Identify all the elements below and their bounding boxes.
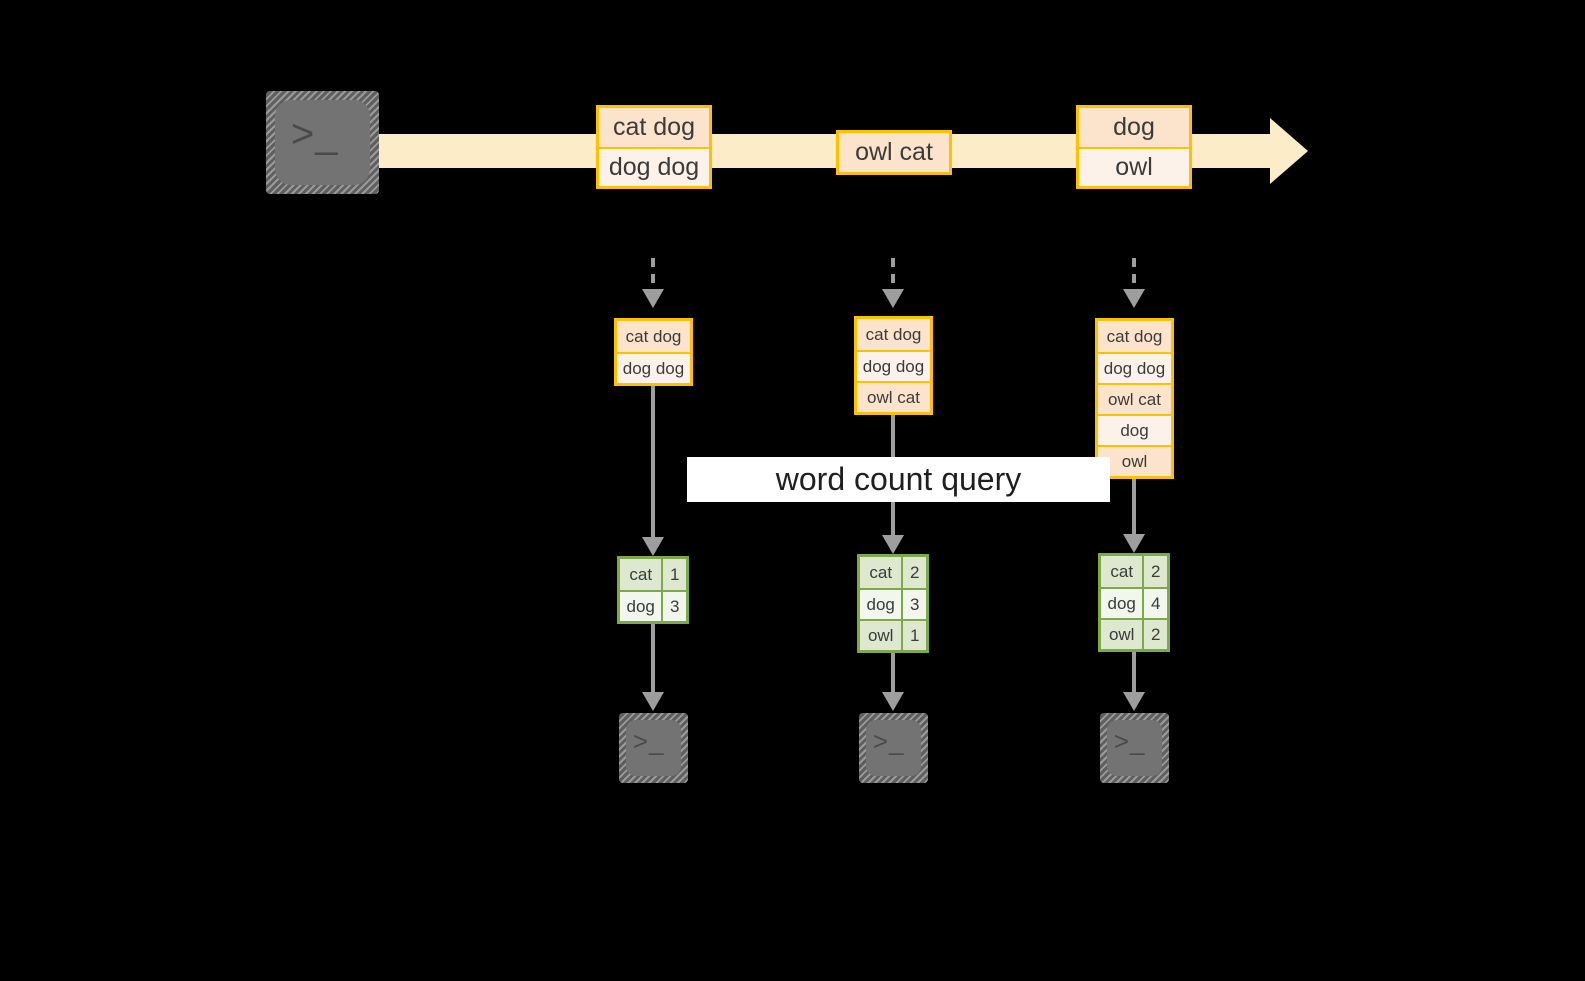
result-key: dog (860, 590, 902, 619)
table-row: dog 3 (860, 588, 926, 619)
stream-record-line: dog (1079, 108, 1189, 147)
column-1-ingest-connector (651, 258, 655, 304)
table-row: owl 2 (1101, 618, 1167, 649)
column-2-sink-connector (891, 653, 895, 696)
column-1-sink-terminal-icon[interactable]: >_ (619, 713, 688, 783)
table-row: owl 1 (860, 619, 926, 650)
terminal-prompt-glyph: >_ (632, 726, 665, 757)
column-2-ingest-arrowhead (882, 289, 904, 308)
result-value: 2 (901, 557, 926, 588)
terminal-face (626, 720, 681, 776)
stream-record-line: owl cat (839, 133, 949, 172)
column-1-ingest-arrowhead (642, 289, 664, 308)
column-3-query-connector (1132, 479, 1136, 549)
column-3-result-table: cat 2 dog 4 owl 2 (1098, 553, 1170, 652)
result-key: cat (620, 559, 662, 590)
terminal-prompt-glyph: >_ (1113, 726, 1146, 757)
state-line: cat dog (1098, 321, 1171, 352)
column-2-sink-terminal-icon[interactable]: >_ (859, 713, 928, 783)
result-value: 3 (661, 592, 686, 621)
stream-record-line: owl (1079, 147, 1189, 186)
table-row: cat 2 (860, 557, 926, 588)
state-line: owl (1098, 445, 1171, 476)
column-2-ingest-connector (891, 258, 895, 304)
table-row: dog 4 (1101, 587, 1167, 618)
state-line: cat dog (617, 321, 690, 352)
result-key: owl (860, 621, 902, 650)
column-2-state-box: cat dog dog dog owl cat (854, 316, 933, 415)
result-key: owl (1101, 620, 1143, 649)
column-1-result-table: cat 1 dog 3 (617, 556, 689, 624)
column-3-query-arrowhead (1123, 534, 1145, 553)
result-key: dog (620, 592, 662, 621)
column-1-sink-arrowhead (642, 692, 664, 711)
result-key: cat (1101, 556, 1143, 587)
stream-record-1: cat dog dog dog (596, 105, 712, 189)
table-row: cat 1 (620, 559, 686, 590)
column-2-sink-arrowhead (882, 692, 904, 711)
state-line: owl cat (857, 381, 930, 412)
result-value: 4 (1142, 589, 1167, 618)
terminal-prompt-glyph: >_ (872, 726, 905, 757)
result-value: 2 (1142, 620, 1167, 649)
column-2-query-arrowhead (882, 535, 904, 554)
column-1-sink-connector (651, 624, 655, 696)
column-1-state-box: cat dog dog dog (614, 318, 693, 386)
column-3-ingest-connector (1132, 258, 1136, 304)
state-line: dog dog (857, 350, 930, 381)
state-line: dog (1098, 414, 1171, 445)
column-3-sink-arrowhead (1123, 692, 1145, 711)
column-3-sink-connector (1132, 652, 1136, 696)
terminal-prompt-glyph: >_ (290, 111, 339, 156)
result-value: 1 (661, 559, 686, 590)
query-label: word count query (687, 457, 1110, 502)
state-line: owl cat (1098, 383, 1171, 414)
stream-record-line: cat dog (599, 108, 709, 147)
table-row: cat 2 (1101, 556, 1167, 587)
terminal-face (275, 100, 370, 185)
source-terminal-icon[interactable]: >_ (266, 91, 379, 194)
column-3-ingest-arrowhead (1123, 289, 1145, 308)
result-key: dog (1101, 589, 1143, 618)
stream-arrow-head (1270, 118, 1308, 184)
result-value: 3 (901, 590, 926, 619)
table-row: dog 3 (620, 590, 686, 621)
terminal-face (1107, 720, 1162, 776)
state-line: dog dog (1098, 352, 1171, 383)
result-value: 2 (1142, 556, 1167, 587)
column-1-query-arrowhead (642, 537, 664, 556)
stream-record-line: dog dog (599, 147, 709, 186)
stream-record-3: dog owl (1076, 105, 1192, 189)
terminal-face (866, 720, 921, 776)
result-key: cat (860, 557, 902, 588)
column-3-sink-terminal-icon[interactable]: >_ (1100, 713, 1169, 783)
column-2-result-table: cat 2 dog 3 owl 1 (857, 554, 929, 653)
result-value: 1 (901, 621, 926, 650)
stream-record-2: owl cat (836, 130, 952, 175)
state-line: dog dog (617, 352, 690, 383)
column-3-state-box: cat dog dog dog owl cat dog owl (1095, 318, 1174, 479)
column-1-query-connector (651, 386, 655, 551)
state-line: cat dog (857, 319, 930, 350)
